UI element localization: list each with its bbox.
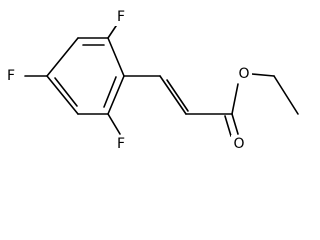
ring-bond (46, 75, 79, 115)
carbonyl-double-bond (231, 113, 239, 135)
ring-double-bond (103, 76, 117, 108)
oxygen-label: O (238, 66, 249, 82)
carbonyl-double-bond-inner (224, 115, 232, 137)
atom-oxygen-ester: O (236, 65, 252, 83)
benzene-ring (46, 37, 125, 115)
fluorine-label: F (117, 9, 125, 25)
atom-fluorine-top: F (114, 8, 128, 26)
ring-bond (107, 37, 125, 77)
vinyl-double-bond-inner (166, 79, 189, 112)
fluorine-label: F (7, 68, 15, 84)
atom-fluorine-left: F (4, 67, 18, 85)
c-f-bond-bottom (107, 113, 121, 135)
ring-double-bond (54, 77, 78, 107)
ethyl-bond (273, 75, 299, 115)
chemical-structure: F F F O O (4, 8, 299, 153)
ring-bond (46, 37, 79, 77)
oxygen-label: O (233, 136, 244, 152)
fluorine-label: F (117, 136, 125, 152)
atom-oxygen-carbonyl: O (231, 135, 247, 153)
oxygen-ethyl-bond (251, 73, 275, 77)
atom-fluorine-bottom: F (114, 135, 128, 153)
vinyl-double-bond (159, 75, 187, 115)
ring-bond (107, 75, 125, 115)
carbonyl-oxygen-bond (231, 83, 239, 115)
